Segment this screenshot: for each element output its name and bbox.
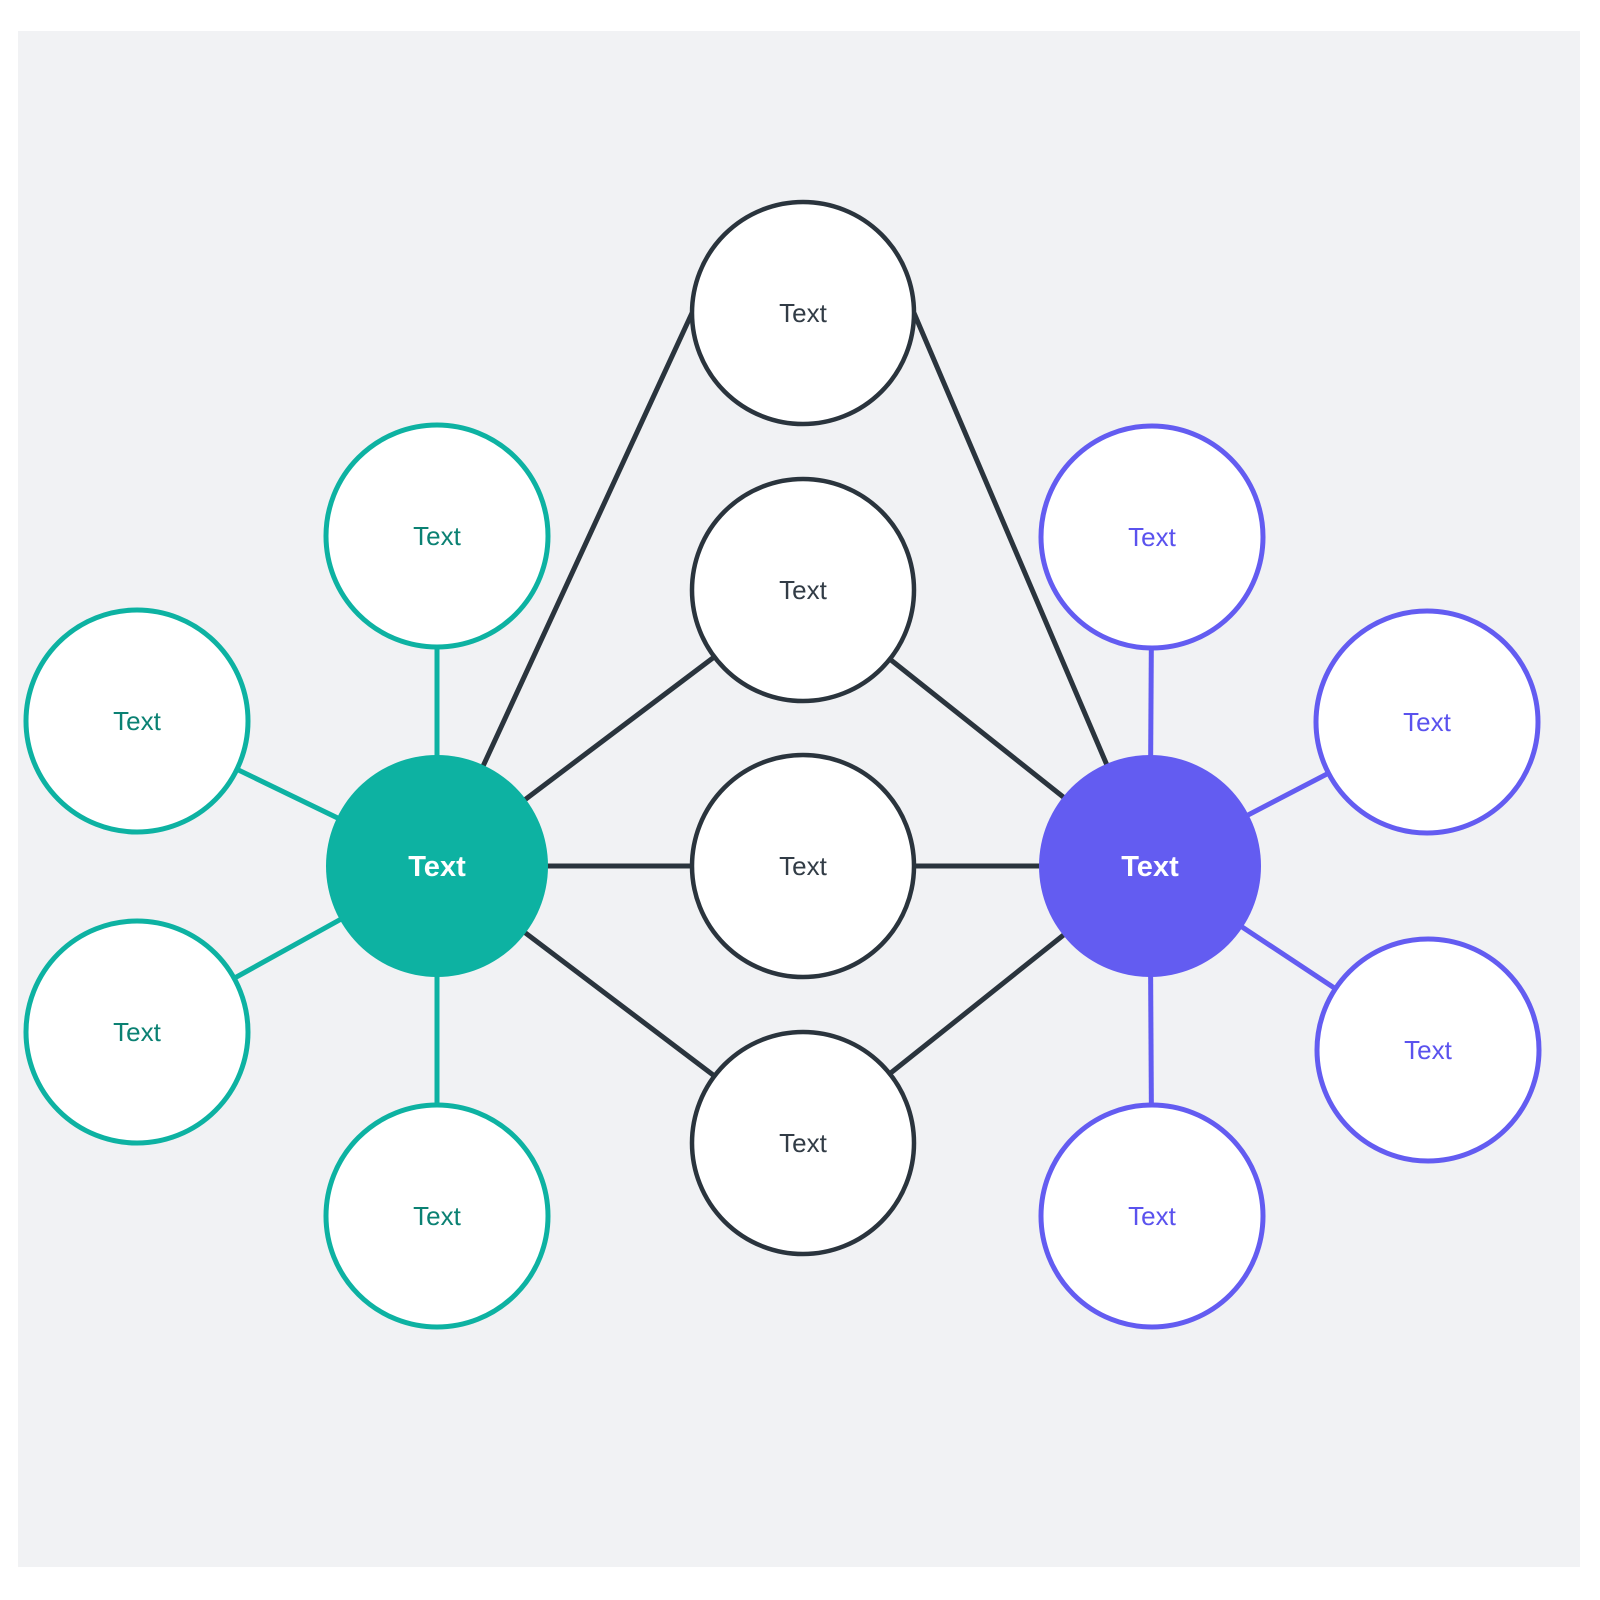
node-left-sat-left-top[interactable]: Text	[23, 607, 251, 835]
node-left-hub[interactable]: Text	[326, 755, 548, 977]
node-mid-4[interactable]: Text	[689, 1029, 917, 1257]
node-left-sat-top-shape[interactable]	[323, 422, 551, 650]
node-left-sat-top[interactable]: Text	[323, 422, 551, 650]
node-mid-3-label: Text	[779, 851, 827, 881]
node-right-sat-right-top[interactable]: Text	[1313, 608, 1541, 836]
node-left-sat-left-bottom-label: Text	[113, 1017, 161, 1047]
node-left-sat-left-top-label: Text	[113, 706, 161, 736]
node-left-sat-left-bottom[interactable]: Text	[23, 918, 251, 1146]
node-left-hub-label: Text	[408, 851, 466, 883]
node-left-hub-shape[interactable]	[326, 755, 548, 977]
node-left-sat-left-bottom-shape[interactable]	[23, 918, 251, 1146]
node-left-sat-top-label: Text	[413, 521, 461, 551]
node-mid-1-shape[interactable]	[689, 199, 917, 427]
node-right-sat-right-bottom-shape[interactable]	[1314, 936, 1542, 1164]
node-right-hub[interactable]: Text	[1039, 755, 1261, 977]
node-right-hub-label: Text	[1121, 851, 1179, 883]
node-mid-2-label: Text	[779, 575, 827, 605]
node-right-hub-shape[interactable]	[1039, 755, 1261, 977]
node-right-sat-right-bottom-label: Text	[1404, 1035, 1452, 1065]
node-left-sat-left-top-shape[interactable]	[23, 607, 251, 835]
node-right-sat-right-top-shape[interactable]	[1313, 608, 1541, 836]
node-right-sat-top-shape[interactable]	[1038, 423, 1266, 651]
node-left-sat-bottom-shape[interactable]	[323, 1102, 551, 1330]
node-left-sat-bottom-label: Text	[413, 1201, 461, 1231]
node-mid-4-shape[interactable]	[689, 1029, 917, 1257]
node-mid-2[interactable]: Text	[689, 476, 917, 704]
node-mid-3[interactable]: Text	[689, 752, 917, 980]
node-mid-4-label: Text	[779, 1128, 827, 1158]
node-mid-2-shape[interactable]	[689, 476, 917, 704]
node-left-sat-bottom[interactable]: Text	[323, 1102, 551, 1330]
node-mid-1-label: Text	[779, 298, 827, 328]
node-mid-1[interactable]: Text	[689, 199, 917, 427]
node-right-sat-top[interactable]: Text	[1038, 423, 1266, 651]
node-right-sat-bottom-label: Text	[1128, 1201, 1176, 1231]
node-right-sat-right-bottom[interactable]: Text	[1314, 936, 1542, 1164]
node-right-sat-right-top-label: Text	[1403, 707, 1451, 737]
node-right-sat-top-label: Text	[1128, 522, 1176, 552]
node-mid-3-shape[interactable]	[689, 752, 917, 980]
node-right-sat-bottom[interactable]: Text	[1038, 1102, 1266, 1330]
node-right-sat-bottom-shape[interactable]	[1038, 1102, 1266, 1330]
